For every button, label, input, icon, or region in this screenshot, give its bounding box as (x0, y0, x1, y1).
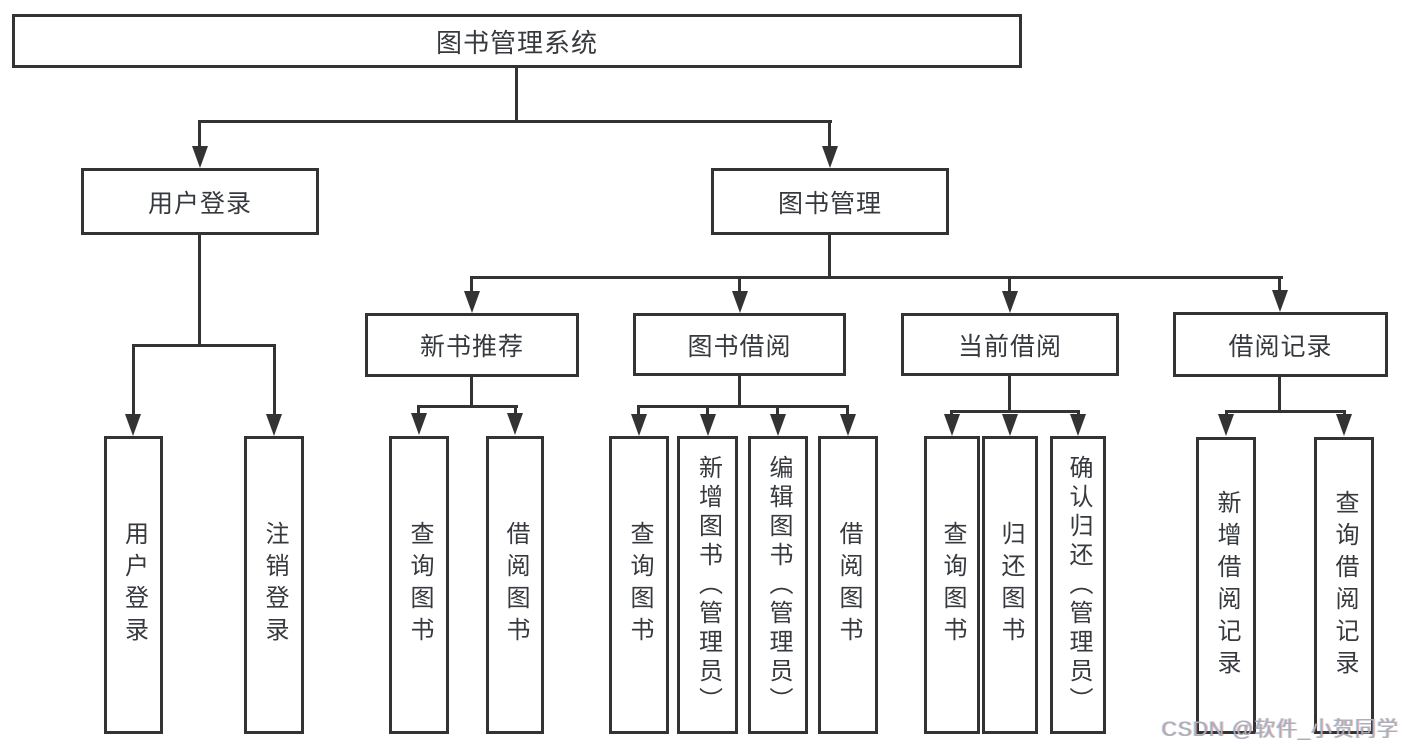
connector-line (132, 344, 276, 347)
connector-line (199, 120, 832, 123)
connector-line (470, 377, 473, 408)
connector-line (846, 405, 849, 415)
node-root-system: 图书管理系统 (12, 14, 1022, 68)
arrow-down-icon (732, 291, 748, 313)
connector-line (1225, 410, 1228, 416)
connector-line (706, 405, 709, 415)
arrow-down-icon (700, 414, 716, 436)
leaf-add-borrow-record: 新增借阅记录 (1196, 437, 1256, 734)
leaf-borrow-books: 借阅图书 (818, 436, 878, 734)
arrow-down-icon (1336, 414, 1352, 436)
connector-line (417, 405, 420, 415)
connector-line (1077, 410, 1080, 416)
arrow-down-icon (1272, 290, 1288, 312)
node-current-borrow: 当前借阅 (901, 313, 1119, 376)
connector-line (470, 276, 1283, 279)
node-book-borrow: 图书借阅 (633, 313, 846, 376)
connector-line (1278, 377, 1281, 412)
leaf-query-books-current: 查询图书 (924, 436, 980, 734)
node-borrow-records: 借阅记录 (1173, 312, 1388, 377)
connector-line (1008, 276, 1011, 293)
node-user-login: 用户登录 (81, 168, 319, 235)
connector-line (273, 344, 276, 416)
connector-line (1278, 276, 1281, 293)
connector-line (515, 68, 518, 123)
leaf-user-login: 用户登录 (104, 436, 163, 734)
leaf-borrow-books-recommend: 借阅图书 (486, 436, 544, 734)
connector-line (418, 405, 518, 408)
connector-line (951, 410, 1080, 413)
arrow-down-icon (770, 414, 786, 436)
arrow-down-icon (840, 414, 856, 436)
connector-line (638, 405, 849, 408)
leaf-add-books-admin: 新增图书（管理员） (677, 436, 738, 734)
connector-line (738, 276, 741, 293)
arrow-down-icon (1070, 414, 1086, 436)
connector-line (514, 405, 517, 415)
connector-line (950, 410, 953, 416)
connector-line (132, 344, 135, 416)
connector-line (198, 120, 201, 148)
arrow-down-icon (464, 291, 480, 313)
leaf-edit-books-admin: 编辑图书（管理员） (748, 436, 808, 734)
leaf-query-books-recommend: 查询图书 (389, 436, 449, 734)
connector-line (738, 376, 741, 408)
connector-line (470, 276, 473, 293)
connector-line (1343, 410, 1346, 416)
arrow-down-icon (266, 414, 282, 436)
node-new-book-recommend: 新书推荐 (365, 313, 579, 377)
connector-line (637, 405, 640, 415)
arrow-down-icon (507, 413, 523, 435)
connector-line (1008, 376, 1011, 412)
arrow-down-icon (1002, 291, 1018, 313)
arrow-down-icon (631, 414, 647, 436)
connector-line (1225, 410, 1346, 413)
node-book-management: 图书管理 (711, 168, 949, 235)
csdn-watermark: CSDN @软件_小贺同学 (1161, 718, 1399, 741)
leaf-return-books: 归还图书 (982, 436, 1038, 734)
arrow-down-icon (944, 414, 960, 436)
arrow-down-icon (1002, 414, 1018, 436)
arrow-down-icon (1218, 414, 1234, 436)
leaf-query-borrow-record: 查询借阅记录 (1314, 437, 1374, 734)
arrow-down-icon (822, 146, 838, 168)
arrow-down-icon (411, 413, 427, 435)
leaf-query-books-borrow: 查询图书 (609, 436, 669, 734)
connector-line (776, 405, 779, 415)
connector-line (828, 235, 831, 279)
arrow-down-icon (192, 146, 208, 168)
leaf-confirm-return-admin: 确认归还（管理员） (1050, 436, 1106, 734)
connector-line (198, 235, 201, 347)
leaf-logout: 注销登录 (244, 436, 304, 734)
connector-line (828, 120, 831, 148)
arrow-down-icon (125, 414, 141, 436)
